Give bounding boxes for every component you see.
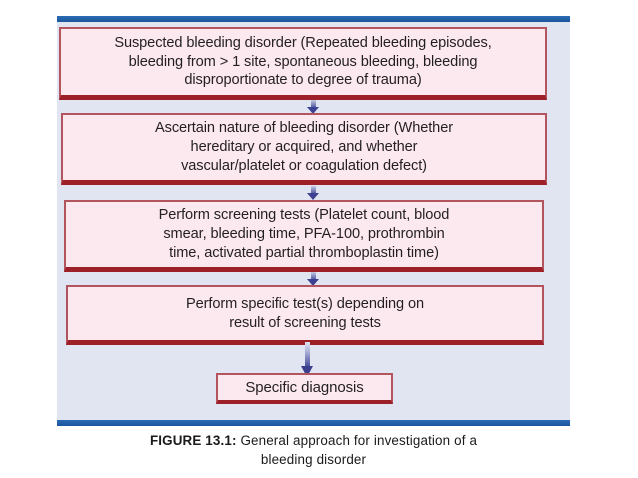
flow-box-label: Specific diagnosis: [245, 378, 364, 396]
arrow-shaft: [311, 186, 316, 194]
flow-box-label: Suspected bleeding disorder (Repeated bl…: [114, 34, 492, 89]
bottom-rule: [57, 420, 570, 426]
figure-caption: FIGURE 13.1: General approach for invest…: [57, 431, 570, 469]
arrow-head: [301, 366, 313, 377]
flow-box-specific-diagnosis[interactable]: Specific diagnosis: [216, 373, 393, 404]
arrow-shaft: [305, 342, 310, 368]
flow-box-specific-tests[interactable]: Perform specific test(s) depending on re…: [66, 285, 544, 345]
figure-caption-line2: bleeding disorder: [260, 452, 367, 468]
arrow-shaft: [311, 272, 316, 280]
arrow-head: [307, 193, 319, 200]
flow-box-ascertain-nature[interactable]: Ascertain nature of bleeding disorder (W…: [61, 113, 547, 185]
arrow-shaft: [311, 100, 316, 108]
down-arrow-icon: [307, 100, 320, 114]
down-arrow-icon: [307, 272, 320, 286]
down-arrow-icon: [307, 186, 320, 200]
flow-box-label: Perform screening tests (Platelet count,…: [158, 207, 450, 261]
down-arrow-icon: [301, 342, 314, 377]
flow-box-suspected-bleeding-disorder[interactable]: Suspected bleeding disorder (Repeated bl…: [59, 27, 547, 100]
figure-caption-label: FIGURE 13.1:: [149, 433, 237, 448]
flow-box-label: Ascertain nature of bleeding disorder (W…: [155, 120, 453, 174]
flow-box-screening-tests[interactable]: Perform screening tests (Platelet count,…: [64, 200, 544, 272]
arrow-head: [307, 107, 319, 114]
flow-box-label: Perform specific test(s) depending on re…: [185, 295, 425, 331]
top-rule: [57, 16, 570, 22]
arrow-head: [307, 279, 319, 286]
figure-caption-line1: General approach for investigation of a: [236, 433, 478, 448]
